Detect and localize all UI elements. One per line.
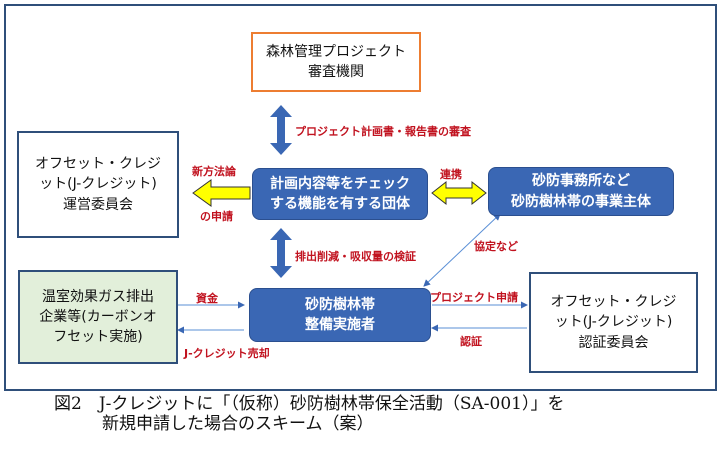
erosion-office-line2: 砂防樹林帯の事業主体 xyxy=(511,193,651,210)
implementer-node: 砂防樹林帯 整備実施者 xyxy=(249,288,431,342)
ghg-company-line3: フセット実施) xyxy=(53,329,143,346)
offset-cert-line2: ット(J-クレジット) xyxy=(554,314,673,331)
certification-label: 認証 xyxy=(460,335,482,348)
cooperation-label: 連携 xyxy=(440,168,462,181)
project-apply-label: プロジェクト申請 xyxy=(430,291,518,304)
erosion-office-line1: 砂防事務所など xyxy=(532,173,630,190)
offset-admin-line1: オフセット・クレジ xyxy=(35,156,161,173)
cooperation-yellow-arrow xyxy=(431,180,487,206)
caption-line2: 新規申請した場合のスキーム（案） xyxy=(102,414,374,434)
offset-admin-committee-node: オフセット・クレジ ット(J-クレジット) 運営委員会 xyxy=(17,131,179,238)
ghg-company-line1: 温室効果ガス排出 xyxy=(42,288,154,305)
figure-caption: 図2 J-クレジットに「（仮称）砂防樹林帯保全活動（SA-001）」を 新規申請… xyxy=(54,394,565,434)
funds-label: 資金 xyxy=(196,292,218,305)
credit-sale-label: J-クレジット売却 xyxy=(184,347,270,360)
ghg-company-line2: 企業等(カーボンオ xyxy=(39,308,157,325)
caption-line1: 図2 J-クレジットに「（仮称）砂防樹林帯保全活動（SA-001）」を xyxy=(54,394,565,414)
offset-admin-line2: ット(J-クレジット) xyxy=(39,176,157,193)
plan-review-label: プロジェクト計画書・報告書の審査 xyxy=(295,125,471,138)
review-org-line2: 審査機関 xyxy=(308,64,364,80)
review-organization-node: 森林管理プロジェクト 審査機関 xyxy=(251,32,421,92)
agreement-label: 協定など xyxy=(474,240,518,253)
verify-double-arrow xyxy=(270,228,292,278)
offset-admin-line3: 運営委員会 xyxy=(63,196,133,213)
review-org-line1: 森林管理プロジェクト xyxy=(266,43,406,60)
application-yellow-arrow xyxy=(192,179,251,207)
offset-cert-line1: オフセット・クレジ xyxy=(550,294,677,311)
implementer-line1: 砂防樹林帯 xyxy=(305,296,375,313)
erosion-office-node: 砂防事務所など 砂防樹林帯の事業主体 xyxy=(488,167,674,216)
offset-cert-committee-node: オフセット・クレジ ット(J-クレジット) 認証委員会 xyxy=(529,272,698,373)
application-label: の申請 xyxy=(200,210,233,223)
new-method-label: 新方法論 xyxy=(192,165,236,178)
review-double-arrow xyxy=(270,105,292,155)
agreement-line xyxy=(423,213,501,287)
check-organization-node: 計画内容等をチェック する機能を有する団体 xyxy=(252,168,428,220)
emission-verify-label: 排出削減・吸収量の検証 xyxy=(295,250,416,263)
ghg-company-node: 温室効果ガス排出 企業等(カーボンオ フセット実施) xyxy=(18,270,178,364)
offset-cert-line3: 認証委員会 xyxy=(578,334,649,351)
implementer-line2: 整備実施者 xyxy=(305,317,375,333)
check-org-line2: する機能を有する団体 xyxy=(270,196,410,212)
check-org-line1: 計画内容等をチェック xyxy=(270,175,410,192)
